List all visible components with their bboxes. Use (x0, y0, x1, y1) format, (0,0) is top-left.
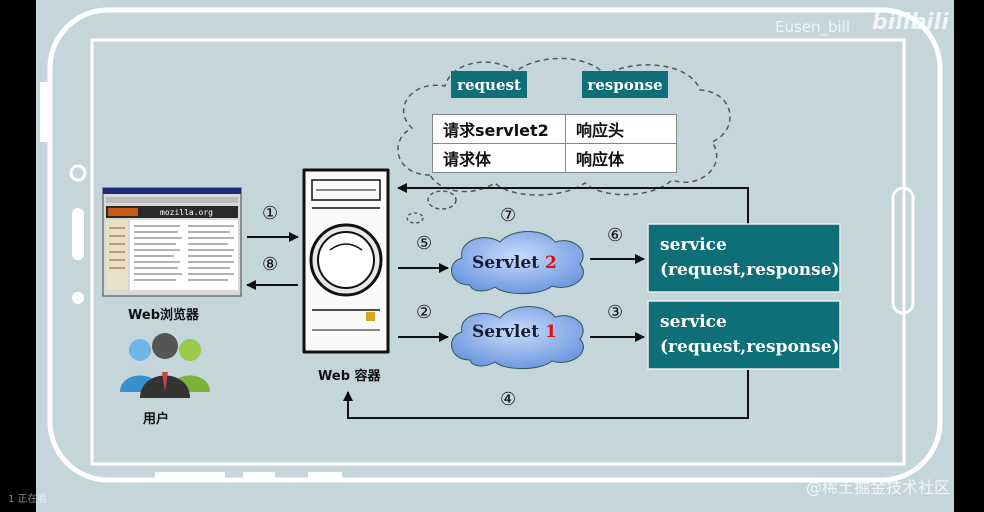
cloud-cell-request-body: 请求体 (432, 143, 566, 173)
servlet-1-cloud[interactable] (451, 306, 584, 370)
service-2-text: service (request,response) (660, 233, 840, 283)
service-2-params: (request,response) (660, 260, 840, 280)
service-2-name: service (660, 235, 727, 255)
phone-outline (40, 7, 943, 483)
cloud-cell-response-header: 响应头 (565, 114, 677, 144)
step-8: ⑧ (262, 254, 279, 275)
mozilla-logo-text: mozilla.org (160, 208, 213, 217)
servlet-1-label: Servlet 1 (472, 322, 557, 342)
web-container-server (302, 168, 390, 354)
service-1-params: (request,response) (660, 337, 840, 357)
cloud-cell-request-line: 请求servlet2 (432, 114, 566, 144)
cloud-header-response: response (582, 71, 668, 98)
servlet-2-cloud[interactable] (451, 231, 584, 295)
service-box-1[interactable] (647, 300, 841, 370)
watermark-brand: bilibili (872, 10, 949, 35)
step-5: ⑤ (416, 233, 433, 254)
servlet-2-number: 2 (544, 253, 557, 273)
arrow-7 (397, 183, 749, 224)
user-label: 用户 (143, 412, 170, 427)
thought-cloud (397, 57, 731, 224)
watermark-author: Eusen_bill (775, 18, 851, 36)
web-container-label: Web 容器 (318, 369, 381, 384)
step-7: ⑦ (500, 205, 517, 226)
watermark-juejin: @稀土掘金技术社区 (806, 478, 951, 497)
service-box-2[interactable] (647, 223, 841, 293)
browser-window (102, 187, 242, 297)
viewer-count: 1 正在看 (8, 494, 48, 505)
servlet-1-word: Servlet (472, 322, 540, 342)
cloud-header-request: request (451, 71, 527, 98)
service-1-text: service (request,response) (660, 310, 840, 360)
servlet-2-word: Servlet (472, 253, 540, 273)
browser-label: Web浏览器 (128, 308, 199, 323)
users-icon (120, 333, 210, 398)
arrow-4 (343, 370, 749, 419)
servlet-2-label: Servlet 2 (472, 253, 557, 273)
cloud-cell-response-body: 响应体 (565, 143, 677, 173)
flow-arrows (246, 183, 749, 419)
step-4: ④ (500, 389, 517, 410)
step-1: ① (262, 203, 279, 224)
step-2: ② (416, 302, 433, 323)
step-6: ⑥ (607, 225, 624, 246)
step-3: ③ (607, 302, 624, 323)
service-1-name: service (660, 312, 727, 332)
servlet-1-number: 1 (544, 322, 557, 342)
